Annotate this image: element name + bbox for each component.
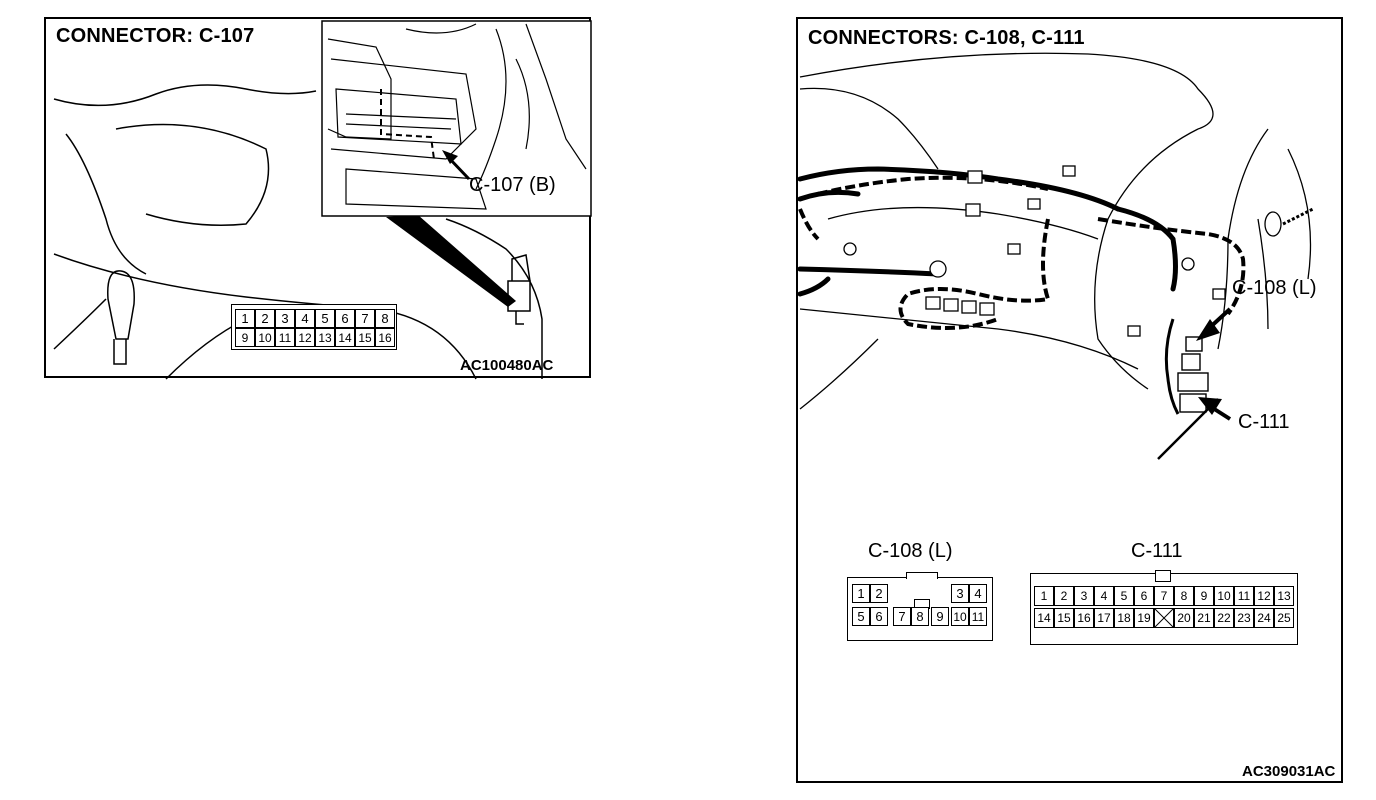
c108-housing-key: [906, 572, 938, 579]
c107-pin: 12: [295, 328, 315, 347]
c111-pin: 7: [1154, 586, 1174, 606]
c107-pin: 6: [335, 309, 355, 328]
c108-pin: 7: [893, 607, 911, 626]
c111-callout-label: C-111: [1238, 411, 1290, 433]
c111-connector-diagram: 1 2 3 4 5 6 7 8 9 10 11 12 13 14 15 16 1…: [1030, 570, 1298, 645]
c107-connector-diagram: 1 2 3 4 5 6 7 8 9 10 11 12 13 14 15 16: [231, 304, 397, 350]
c107-pin: 1: [235, 309, 255, 328]
left-panel-title: CONNECTOR: C-107: [56, 25, 255, 47]
c111-pin: 3: [1074, 586, 1094, 606]
c111-pin: 21: [1194, 608, 1214, 628]
c111-unused-cavity: [1154, 608, 1174, 628]
c107-pin: 5: [315, 309, 335, 328]
c111-pin: 9: [1194, 586, 1214, 606]
c107-pin: 9: [235, 328, 255, 347]
c107-pin: 11: [275, 328, 295, 347]
c111-pin: 14: [1034, 608, 1054, 628]
left-diagram-panel: CONNECTOR: C-107: [44, 17, 592, 380]
c111-pin: 2: [1054, 586, 1074, 606]
c111-pin: 19: [1134, 608, 1154, 628]
c111-diagram-label: C-111: [1131, 540, 1183, 562]
c107-pin: 16: [375, 328, 395, 347]
c107-pin: 14: [335, 328, 355, 347]
c107-pin: 3: [275, 309, 295, 328]
c108-pin: 2: [870, 584, 888, 603]
c111-pin: 12: [1254, 586, 1274, 606]
c108-pin: 9: [931, 607, 949, 626]
c108-pin: 3: [951, 584, 969, 603]
c107-pin: 15: [355, 328, 375, 347]
c111-pin: 22: [1214, 608, 1234, 628]
c111-pin: 23: [1234, 608, 1254, 628]
c107-location-illustration: [53, 20, 592, 380]
c111-housing-key: [1155, 570, 1171, 582]
c108-pin: 8: [911, 607, 929, 626]
c108-connector-diagram: 1 2 3 4 5 6 7 8 9 10 11: [847, 572, 993, 641]
c107-pin: 10: [255, 328, 275, 347]
c111-pin: 16: [1074, 608, 1094, 628]
c107-pin: 13: [315, 328, 335, 347]
c107-pin: 2: [255, 309, 275, 328]
c111-pin: 10: [1214, 586, 1234, 606]
c111-pin: 1: [1034, 586, 1054, 606]
c108-pin: 10: [951, 607, 969, 626]
c108-callout-label: C-108 (L): [1232, 277, 1317, 299]
c111-pin: 5: [1114, 586, 1134, 606]
c108-c111-location-illustration: [797, 52, 1314, 460]
c111-pin: 17: [1094, 608, 1114, 628]
cross-mark-icon: [1154, 608, 1174, 628]
c108-pin: 4: [969, 584, 987, 603]
c111-pin: 13: [1274, 586, 1294, 606]
c111-pin: 11: [1234, 586, 1254, 606]
c108-pin: 1: [852, 584, 870, 603]
c111-pin: 4: [1094, 586, 1114, 606]
c108-pin: 6: [870, 607, 888, 626]
c111-pin: 25: [1274, 608, 1294, 628]
c107-pin: 7: [355, 309, 375, 328]
c107-pin: 4: [295, 309, 315, 328]
c111-pin: 20: [1174, 608, 1194, 628]
c111-pin: 18: [1114, 608, 1134, 628]
c107-callout-label: C-107 (B): [469, 174, 556, 196]
left-figure-code: AC100480AC: [460, 357, 554, 374]
c107-pin: 8: [375, 309, 395, 328]
c111-pin: 6: [1134, 586, 1154, 606]
right-panel-title: CONNECTORS: C-108, C-111: [808, 27, 1085, 49]
c108-pin: 5: [852, 607, 870, 626]
right-diagram-panel: CONNECTORS: C-108, C-111: [796, 17, 1343, 783]
c108-pin: 11: [969, 607, 987, 626]
c111-pin: 8: [1174, 586, 1194, 606]
c111-pin: 15: [1054, 608, 1074, 628]
c111-pin: 24: [1254, 608, 1274, 628]
right-figure-code: AC309031AC: [1242, 763, 1336, 780]
c108-diagram-label: C-108 (L): [868, 540, 953, 562]
